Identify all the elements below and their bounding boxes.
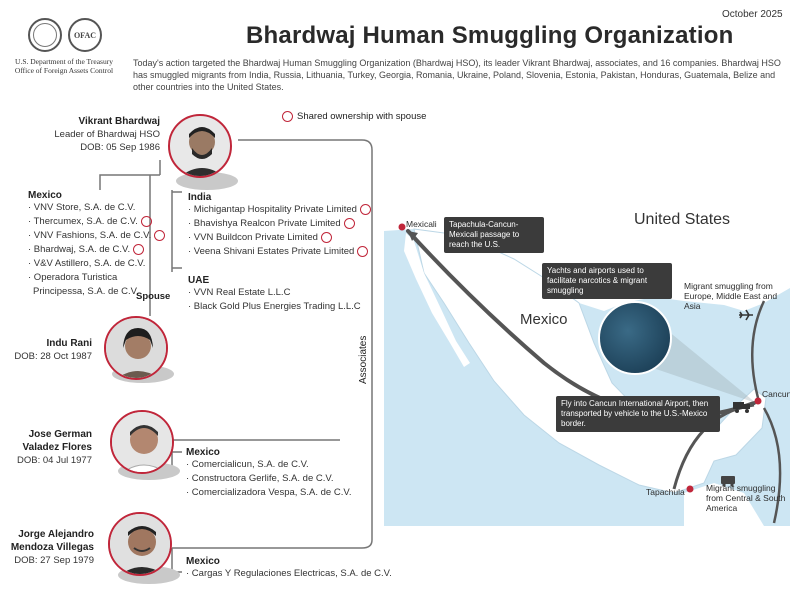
company-item: · Constructora Gerlife, S.A. de C.V. [186,473,334,484]
leader-info: Vikrant Bhardwaj Leader of Bhardwaj HSO … [32,115,160,154]
person-icon [106,318,166,378]
agency-name: U.S. Department of the Treasury Office o… [14,57,114,75]
associate2-companies: Mexico · Cargas Y Regulaciones Electrica… [186,556,392,581]
release-date: October 2025 [722,9,783,20]
shared-ownership-legend: Shared ownership with spouse [282,111,426,122]
shared-ownership-icon [282,111,293,122]
shared-ownership-icon [320,231,332,243]
associate1-photo [110,410,174,474]
associate2-dob: DOB: 27 Sep 1979 [14,555,94,566]
leader-name: Vikrant Bhardwaj [78,116,160,127]
shared-ownership-icon [133,243,145,255]
company-item: · Cargas Y Regulaciones Electricas, S.A.… [186,568,392,579]
fly-callout: Fly into Cancun International Airport, t… [556,396,720,432]
spouse-name: Indu Rani [46,338,92,349]
yachts-callout: Yachts and airports used to facilitate n… [542,263,672,299]
shared-ownership-icon [343,217,355,229]
india-companies: India · Michigantap Hospitality Private … [188,192,371,259]
leader-role: Leader of Bhardwaj HSO [54,129,160,140]
mexico-companies: Mexico · VNV Store, S.A. de C.V. · Therc… [28,190,166,299]
aerial-photo [598,301,672,375]
company-item: · VNV Store, S.A. de C.V. [28,202,136,213]
bus-icon [721,476,735,487]
person-icon [180,127,224,176]
company-item: · VVN Buildcon Private Limited [188,231,371,245]
shared-ownership-icon [154,229,166,241]
associate2-name-line2: Mendoza Villegas [10,542,94,553]
associate1-companies-heading: Mexico [186,447,220,458]
associate1-dob: DOB: 04 Jul 1977 [17,455,92,466]
associate2-companies-heading: Mexico [186,556,220,567]
associate2-photo [108,512,172,576]
city-cancun: Cancun [762,389,790,399]
treasury-seal-icon [28,18,62,52]
shared-ownership-icon [357,245,369,257]
company-item: · Bhardwaj, S.A. de C.V. [28,243,165,257]
person-icon [112,412,172,472]
uae-companies: UAE · VVN Real Estate L.L.C · Black Gold… [188,275,361,314]
company-item: · VVN Real Estate L.L.C [188,287,291,298]
associate1-name-line1: Jose German [28,429,92,440]
company-item: · Michigantap Hospitality Private Limite… [188,203,371,217]
company-item: · Black Gold Plus Energies Trading L.L.C [188,301,361,312]
india-heading: India [188,192,212,203]
associate2-info: Jorge Alejandro Mendoza Villegas DOB: 27… [4,528,94,567]
company-item: · Veena Shivani Estates Private Limited [188,245,371,259]
map-label-united-states: United States [634,211,731,228]
spouse-photo [104,316,168,380]
leader-photo [168,114,232,178]
spouse-info: Indu Rani DOB: 28 Oct 1987 [8,337,92,363]
associate1-companies: Mexico · Comercialicun, S.A. de C.V. · C… [186,447,351,500]
associate2-name-line1: Jorge Alejandro [18,529,94,540]
truck-icon [733,402,750,413]
route-map: United States Mexico Mexicali Cancun Tap… [384,193,790,526]
city-mexicali: Mexicali [406,219,437,229]
leader-dob: DOB: 05 Sep 1986 [80,142,160,153]
company-item: · VNV Fashions, S.A. de C.V. [28,229,166,243]
company-item: · Comercializadora Vespa, S.A. de C.V. [186,487,352,498]
spouse-dob: DOB: 28 Oct 1987 [14,351,92,362]
map-label-mexico: Mexico [520,311,568,328]
central-america-label: Migrant smuggling from Central & South A… [706,483,786,513]
spouse-label: Spouse [136,291,171,302]
company-item: · Thercumex, S.A. de C.V. [28,215,165,229]
shared-ownership-icon [359,203,371,215]
ofac-seal-icon: OFAC [68,18,102,52]
company-item: · Operadora Turistica [28,272,118,283]
person-icon [110,514,170,574]
plane-icon [739,309,753,321]
company-item: · Bhavishya Realcon Private Limited [188,217,371,231]
page-title: Bhardwaj Human Smuggling Organization [246,22,734,49]
associates-label: Associates [358,335,369,384]
description: Today's action targeted the Bhardwaj Hum… [133,58,781,92]
europe-label: Migrant smuggling from Europe, Middle Ea… [684,281,778,311]
mexico-heading: Mexico [28,190,62,201]
city-tapachula: Tapachula [646,487,685,497]
company-item: Principessa, S.A. de C.V. [33,286,139,297]
company-item: · Comercialicun, S.A. de C.V. [186,459,309,470]
route-callout: Tapachula-Cancun-Mexicali passage to rea… [444,217,544,253]
associate1-info: Jose German Valadez Flores DOB: 04 Jul 1… [8,428,92,467]
company-item: · V&V Astillero, S.A. de C.V. [28,258,146,269]
associate1-name-line2: Valadez Flores [22,442,92,453]
shared-ownership-icon [140,215,152,227]
uae-heading: UAE [188,275,210,286]
